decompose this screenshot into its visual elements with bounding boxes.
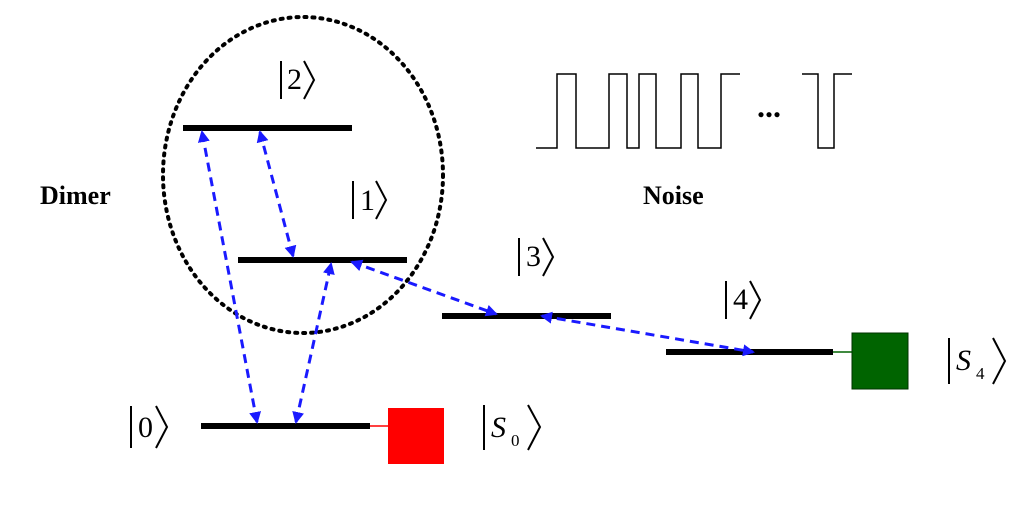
- coupling-arrow-0-1: [292, 262, 335, 424]
- ket-1-label: 1: [360, 184, 375, 217]
- noise-label: Noise: [643, 181, 704, 210]
- sink-4-box: [851, 332, 909, 390]
- noise-ellipsis: ...: [757, 88, 781, 124]
- ket-s4: S 4: [948, 337, 1007, 385]
- ket-3-label: 3: [526, 240, 541, 273]
- ket-2: 2: [280, 60, 316, 100]
- coupling-arrow-1-2: [256, 130, 297, 258]
- ket-s4-symbol: S: [956, 344, 971, 377]
- ket-1: 1: [352, 180, 388, 220]
- dimer-label: Dimer: [40, 181, 111, 210]
- ket-s4-subscript: 4: [976, 364, 985, 383]
- ket-s0-subscript: 0: [511, 431, 520, 450]
- ket-s0-symbol: S: [491, 411, 506, 444]
- ket-0-label: 0: [138, 411, 153, 444]
- coupling-arrow-3-4: [540, 311, 755, 357]
- coupling-arrow-0-2: [197, 130, 262, 424]
- ket-4: 4: [725, 280, 762, 320]
- noise-waveform-left: [536, 73, 740, 149]
- coupling-arrow-1-3: [350, 259, 498, 317]
- ket-3: 3: [518, 237, 555, 277]
- dimer-boundary: [161, 15, 445, 335]
- sink-0-box: [388, 408, 444, 464]
- ket-2-label: 2: [287, 63, 302, 96]
- noise-waveform-right: [802, 73, 852, 149]
- ket-0: 0: [130, 405, 169, 449]
- ket-4-label: 4: [733, 283, 748, 316]
- ket-s0: S 0: [483, 404, 542, 451]
